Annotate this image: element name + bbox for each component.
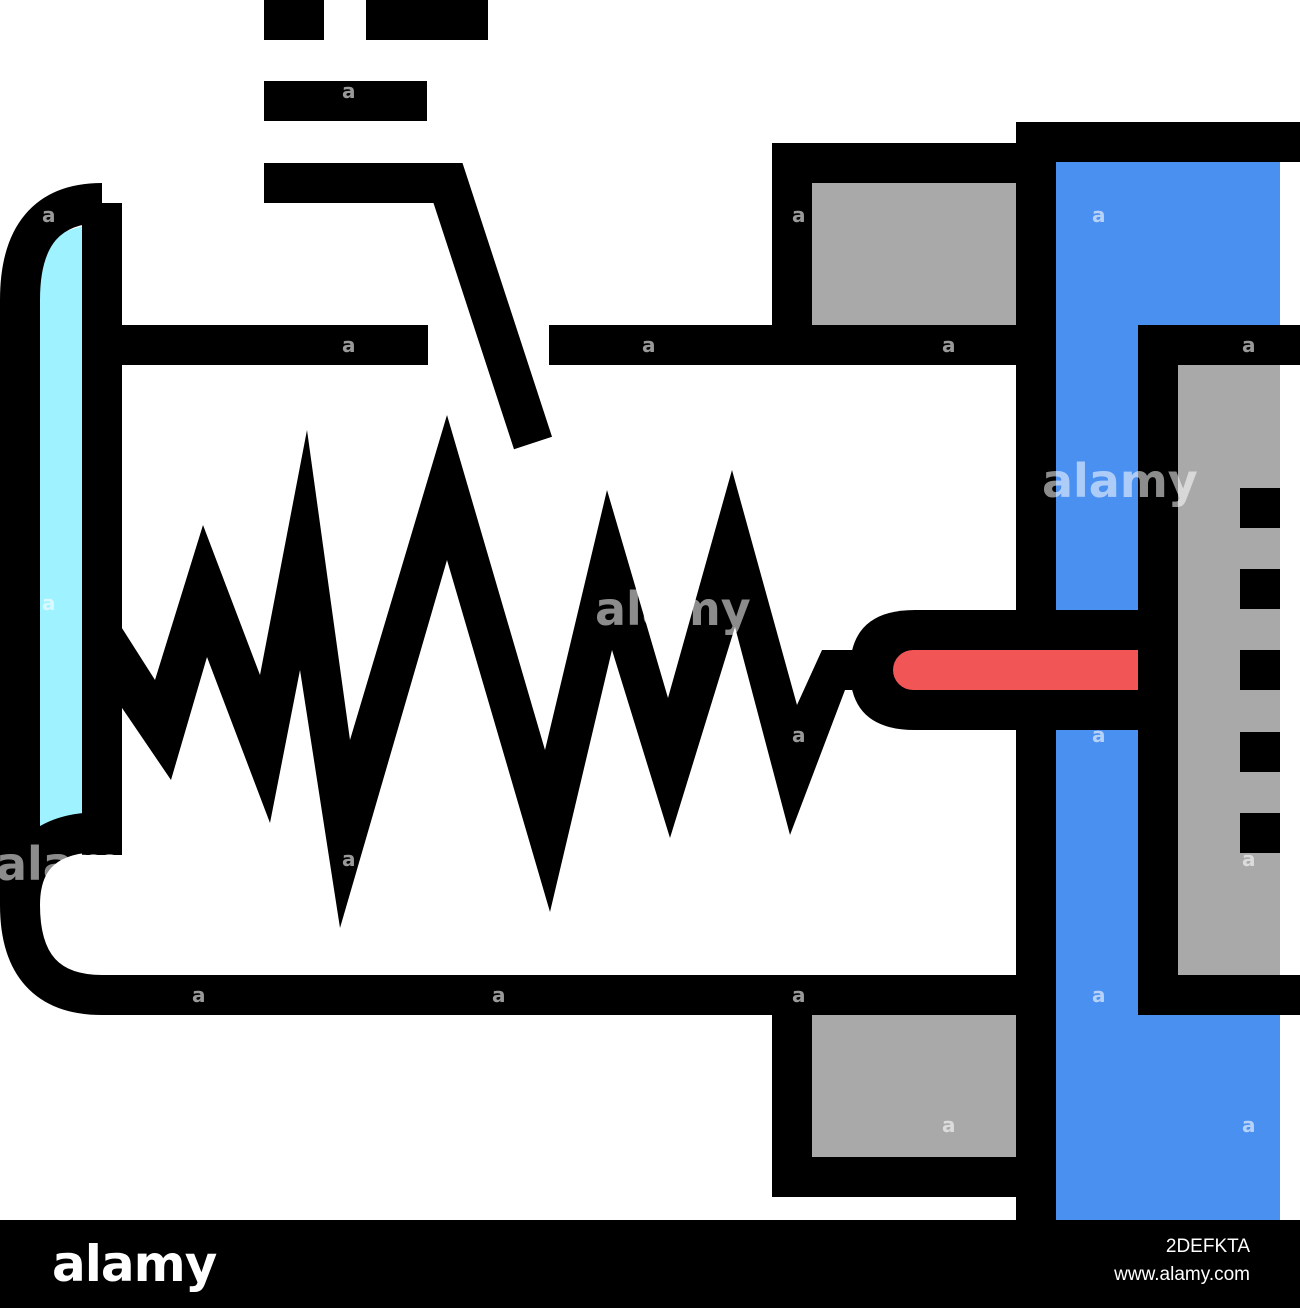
watermark-small: a [1242, 1113, 1256, 1137]
watermark-small: a [192, 983, 206, 1007]
watermark-large: alamy [1042, 454, 1198, 508]
watermark-large: alamy [595, 582, 751, 636]
image-id: 2DEFKTA [1165, 1236, 1250, 1257]
recording-needle-icon [893, 650, 1138, 690]
watermark-small: a [1242, 333, 1256, 357]
watermark-small: a [642, 333, 656, 357]
watermark-small: a [342, 847, 356, 871]
paper-roll-curl [20, 223, 102, 838]
brand-logo: alamy [52, 1235, 217, 1293]
site-url: www.alamy.com [1114, 1264, 1250, 1285]
watermark-small: a [1092, 723, 1106, 747]
watermark-small: a [792, 723, 806, 747]
seismograph-icon: alamy alamy alamy a a a a a a a a a a a … [0, 0, 1300, 1220]
lower-gray-block [792, 995, 1036, 1177]
watermark-small: a [42, 591, 56, 615]
seismic-wave-icon [120, 415, 856, 928]
watermark: alamy alamy alamy a a a a a a a a a a a … [0, 79, 1256, 1137]
watermark-small: a [792, 983, 806, 1007]
upper-gray-block [792, 163, 1036, 345]
watermark-small: a [1092, 203, 1106, 227]
watermark-small: a [342, 79, 356, 103]
watermark-small: a [942, 1113, 956, 1137]
watermark-small: a [942, 333, 956, 357]
watermark-small: a [492, 983, 506, 1007]
watermark-small: a [1242, 847, 1256, 871]
watermark-small: a [42, 203, 56, 227]
watermark-small: a [342, 333, 356, 357]
watermark-small: a [1092, 983, 1106, 1007]
watermark-small: a [792, 203, 806, 227]
watermark-large: alamy [0, 837, 152, 891]
footer-bar: alamy 2DEFKTA www.alamy.com [0, 1220, 1300, 1308]
